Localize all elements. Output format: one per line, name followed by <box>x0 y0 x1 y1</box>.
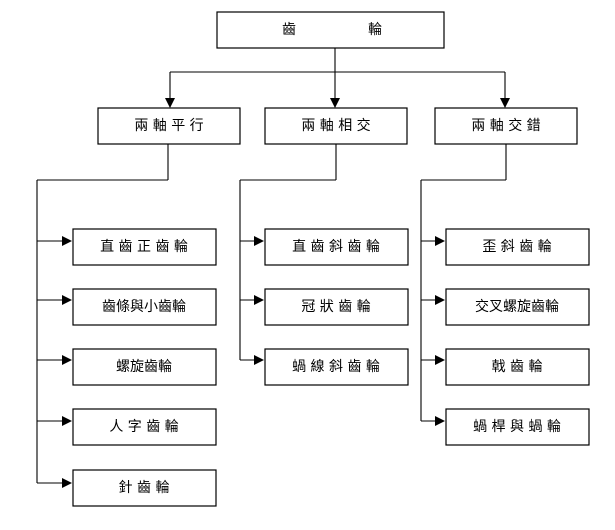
branch-connectors-intersecting <box>239 144 337 365</box>
leaf-node: 蝸 線 斜 齒 輪 <box>264 348 409 386</box>
category-node-skew: 兩 軸 交 錯 <box>434 107 578 145</box>
leaf-label: 齒條與小齒輪 <box>102 298 186 315</box>
leaf-label: 歪 斜 齒 輪 <box>482 238 551 255</box>
leaf-node: 戟 齒 輪 <box>445 348 590 386</box>
category-label: 兩 軸 相 交 <box>301 117 370 134</box>
root-label-left: 齒 <box>282 22 296 38</box>
leaf-node: 人 字 齒 輪 <box>72 408 217 446</box>
category-label: 兩 軸 平 行 <box>134 118 203 134</box>
category-node-parallel: 兩 軸 平 行 <box>97 107 241 145</box>
category-label: 兩 軸 交 錯 <box>471 117 540 134</box>
leaf-label: 戟 齒 輪 <box>492 358 543 375</box>
leaf-node: 齒條與小齒輪 <box>72 288 217 326</box>
leaf-label: 蝸 線 斜 齒 輪 <box>292 358 380 375</box>
leaf-label: 蝸 桿 與 蝸 輪 <box>473 418 561 435</box>
leaf-label: 冠 狀 齒 輪 <box>301 298 370 315</box>
leaf-label: 螺旋齒輪 <box>116 358 172 375</box>
leaf-label: 人 字 齒 輪 <box>109 418 178 435</box>
leaf-node: 冠 狀 齒 輪 <box>264 288 409 326</box>
leaf-label: 針 齒 輪 <box>119 479 170 496</box>
leaf-node: 直 齒 正 齒 輪 <box>72 228 217 266</box>
root-node: 齒 輪 <box>216 11 445 49</box>
branch-connectors-skew <box>420 144 507 426</box>
leaf-node: 針 齒 輪 <box>72 469 217 507</box>
root-label-right: 輪 <box>368 21 382 38</box>
leaf-node: 蝸 桿 與 蝸 輪 <box>445 408 590 446</box>
leaf-node: 歪 斜 齒 輪 <box>445 228 590 266</box>
root-connectors <box>165 48 510 108</box>
leaf-label: 交叉螺旋齒輪 <box>475 298 559 315</box>
leaf-label: 直 齒 正 齒 輪 <box>100 238 188 255</box>
leaf-node: 螺旋齒輪 <box>72 348 217 386</box>
leaf-node: 交叉螺旋齒輪 <box>445 288 590 326</box>
category-node-intersecting: 兩 軸 相 交 <box>264 107 408 145</box>
leaf-node: 直 齒 斜 齒 輪 <box>264 228 409 266</box>
leaf-label: 直 齒 斜 齒 輪 <box>292 238 380 255</box>
branch-connectors-parallel <box>36 144 169 488</box>
